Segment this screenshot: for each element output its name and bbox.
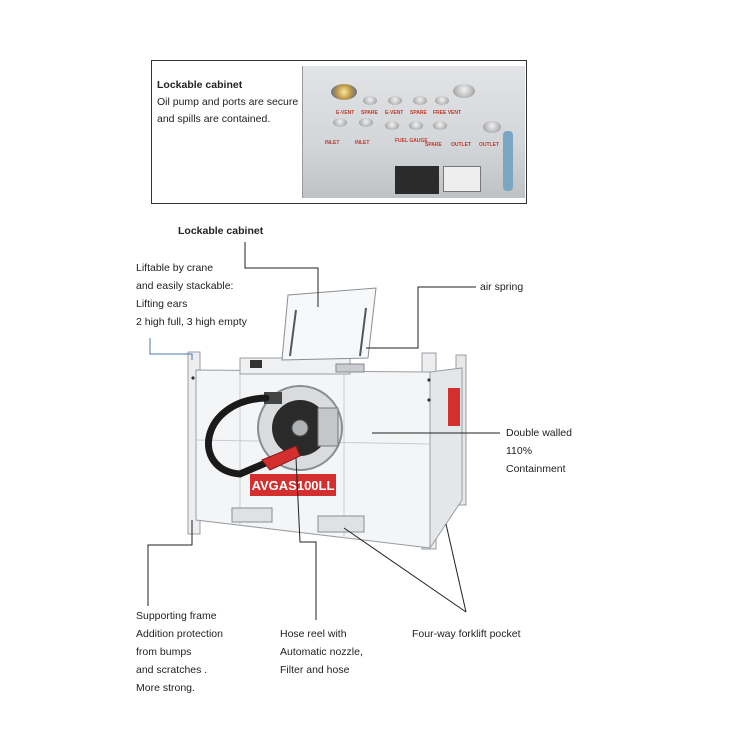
callout-supporting-frame-line: from bumps: [136, 646, 192, 658]
tank-label-text: AVGAS100LL: [252, 478, 335, 493]
callout-liftable-line: 2 high full, 3 high empty: [136, 316, 247, 328]
leader-supporting-frame: [147, 520, 193, 606]
callout-double-walled-line: Containment: [506, 463, 566, 475]
lifting-ear-icon: [427, 398, 431, 402]
hose-icon: [503, 131, 513, 191]
callout-liftable: Liftable by crane and easily stackable: …: [136, 259, 247, 331]
leader-lifting-ears: [149, 338, 193, 360]
vent-cap-icon: [453, 84, 475, 98]
leader-hose-reel: [295, 457, 317, 620]
leader-lockable-cabinet: [244, 242, 319, 307]
callout-air-spring: air spring: [480, 281, 524, 293]
callout-double-walled: Double walled 110% Containment: [506, 424, 572, 478]
port-icon: [385, 121, 399, 130]
lock-icon: [250, 360, 262, 368]
port-icon: [409, 121, 423, 130]
lid-latch-icon: [335, 363, 365, 373]
leader-forklift-1: [343, 527, 467, 613]
callout-double-walled-line: Double walled: [506, 427, 572, 439]
cabinet-inset-line-2: and spills are contained.: [157, 113, 271, 125]
port-icon: [333, 118, 347, 127]
callout-hose-reel-line: Filter and hose: [280, 664, 350, 676]
cabinet-photo: E-VENT SPARE E-VENT SPARE FREE VENT INLE…: [302, 66, 525, 198]
nozzle-icon: [261, 445, 301, 471]
callout-liftable-line: Lifting ears: [136, 298, 188, 310]
cabinet-inset: Lockable cabinet Oil pump and ports are …: [151, 60, 527, 204]
callout-lockable-cabinet: Lockable cabinet: [178, 225, 264, 237]
port-icon: [388, 96, 402, 105]
port-icon: [363, 96, 377, 105]
port-label: E-VENT: [336, 110, 355, 116]
side-label: [448, 388, 460, 426]
callout-supporting-frame-line: Addition protection: [136, 628, 223, 640]
callout-double-walled-line: 110%: [506, 445, 533, 457]
leader-forklift-2: [445, 523, 467, 613]
forklift-pocket-right: [317, 515, 365, 533]
callout-supporting-frame: Supporting frame Addition protection fro…: [136, 607, 223, 697]
fuel-hose-icon: [204, 394, 272, 478]
leader-air-spring: [366, 286, 476, 349]
port-label: FREE VENT: [433, 110, 462, 116]
port-label: FUEL GAUGE: [395, 138, 428, 144]
port-label: SPARE: [410, 110, 427, 116]
callout-hose-reel-line: Hose reel with: [280, 628, 347, 640]
port-label: INLET: [355, 140, 370, 146]
reel-bracket-icon: [317, 407, 339, 447]
port-label: INLET: [325, 140, 340, 146]
port-label: OUTLET: [479, 142, 499, 148]
air-spring-icon: [359, 307, 367, 357]
port-label: SPARE: [361, 110, 378, 116]
callout-forklift: Four-way forklift pocket: [412, 628, 521, 640]
pump-icon: [395, 166, 439, 194]
callout-hose-reel: Hose reel with Automatic nozzle, Filter …: [280, 625, 363, 679]
cabinet-lid: [281, 287, 377, 361]
port-icon: [359, 118, 373, 127]
port-icon: [433, 121, 447, 130]
callout-supporting-frame-line: More strong.: [136, 682, 195, 694]
cabinet-inset-line-1: Oil pump and ports are secure: [157, 96, 299, 108]
callout-supporting-frame-line: Supporting frame: [136, 610, 217, 622]
air-spring-icon: [289, 309, 297, 357]
forklift-pocket-left: [231, 507, 273, 523]
reel-hub-icon: [291, 419, 309, 437]
port-icon: [435, 96, 449, 105]
cabinet-inset-text: Lockable cabinet Oil pump and ports are …: [157, 77, 298, 128]
port-label: E-VENT: [385, 110, 404, 116]
filler-cap-icon: [331, 84, 357, 100]
filter-icon: [264, 392, 282, 404]
callout-hose-reel-line: Automatic nozzle,: [280, 646, 363, 658]
tank-label-plate: [250, 474, 336, 496]
lifting-ear-icon: [427, 378, 431, 382]
callout-liftable-line: Liftable by crane: [136, 262, 214, 274]
lifting-ear-icon: [191, 376, 195, 380]
callout-supporting-frame-line: and scratches .: [136, 664, 208, 676]
cabinet-inset-title: Lockable cabinet: [157, 79, 243, 91]
port-icon: [413, 96, 427, 105]
flow-meter-icon: [443, 166, 481, 192]
callout-liftable-line: and easily stackable:: [136, 280, 234, 292]
port-label: SPARE: [425, 142, 442, 148]
port-label: OUTLET: [451, 142, 471, 148]
port-icon: [483, 121, 501, 133]
